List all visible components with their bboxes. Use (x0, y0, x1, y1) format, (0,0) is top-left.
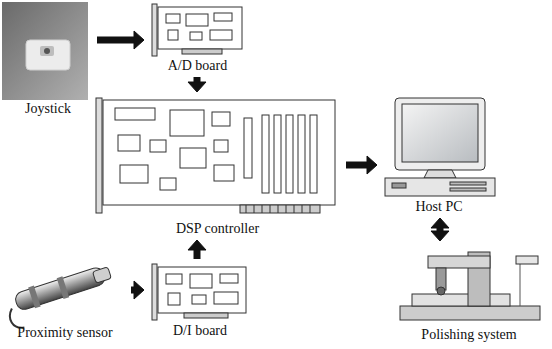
proximity-sensor-picture (3, 262, 118, 331)
device-label: D/I board (147, 322, 253, 339)
arrow-head (431, 231, 449, 241)
device-node: A/D board (147, 2, 248, 74)
flow-arrow (188, 77, 206, 92)
flow-arrow (131, 281, 144, 299)
dsp-board-picture (96, 98, 335, 213)
device-node: Host PC (380, 96, 498, 215)
arrow-shaft (346, 162, 367, 169)
device-label: A/D board (147, 57, 248, 74)
arrow-head (367, 156, 377, 174)
device-label: Proximity sensor (2, 324, 128, 341)
arrow-head (188, 240, 206, 250)
ad-board-picture (152, 4, 242, 56)
polishing-machine-picture (400, 252, 540, 320)
arrow-shaft (194, 77, 201, 82)
device-node: Proximity sensor (2, 250, 128, 341)
arrow-shaft (97, 37, 134, 44)
device-label: Host PC (380, 198, 498, 215)
device-node: D/I board (147, 262, 253, 339)
flow-arrow (346, 156, 377, 174)
device-node: Polishing system (390, 244, 548, 343)
device-label: Joystick (2, 100, 94, 117)
di-board-picture (152, 264, 246, 320)
flow-arrow (97, 31, 144, 49)
arrow-head (431, 218, 449, 228)
device-node: DSP controller (92, 95, 343, 237)
arrow-head (134, 31, 144, 49)
host-pc-picture (385, 98, 495, 196)
joystick-photo (2, 2, 88, 100)
arrow-shaft (194, 250, 201, 259)
arrow-head (134, 281, 144, 299)
device-node: Joystick (2, 2, 94, 117)
device-label: DSP controller (92, 220, 343, 237)
arrow-head (188, 82, 206, 92)
flow-arrow (431, 218, 449, 241)
device-label: Polishing system (390, 326, 548, 343)
flow-arrow (188, 240, 206, 259)
